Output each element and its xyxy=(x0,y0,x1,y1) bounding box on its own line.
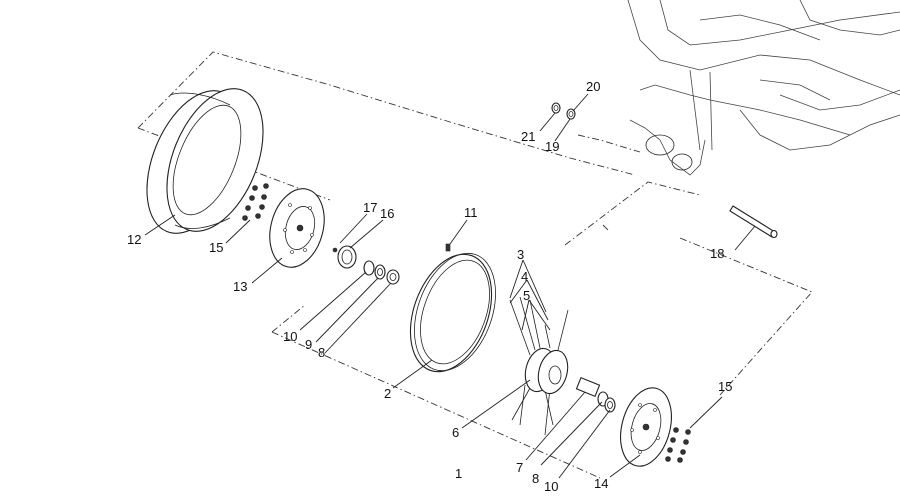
callout-9: 9 xyxy=(305,337,312,352)
wheel-axle xyxy=(729,205,778,239)
callout-5: 5 xyxy=(523,288,530,303)
disc-screws-right xyxy=(665,427,691,463)
spacer-and-bearings-right xyxy=(575,376,616,413)
callout-15-left: 15 xyxy=(209,240,223,255)
callout-20: 20 xyxy=(586,79,600,94)
brake-disc-right xyxy=(620,387,672,467)
callout-11: 11 xyxy=(464,205,478,220)
callout-15-right: 15 xyxy=(718,379,732,394)
callout-12: 12 xyxy=(127,232,141,247)
callout-16: 16 xyxy=(380,206,394,221)
tyre xyxy=(146,88,264,234)
callout-10-right: 10 xyxy=(544,479,558,494)
hub-and-spokes xyxy=(509,296,569,436)
brake-disc-left xyxy=(269,188,325,268)
callout-2: 2 xyxy=(384,386,391,401)
callout-8-left: 8 xyxy=(318,345,325,360)
callout-19: 19 xyxy=(545,139,559,154)
callout-8-right: 8 xyxy=(532,471,539,486)
wheel-rim xyxy=(409,243,496,373)
bearings-left xyxy=(363,260,400,285)
axle-nut-washers xyxy=(551,102,576,120)
callout-10-left: 10 xyxy=(283,329,297,344)
callout-17: 17 xyxy=(363,200,377,215)
callout-21: 21 xyxy=(521,129,535,144)
callout-1: 1 xyxy=(455,466,462,481)
callout-13: 13 xyxy=(233,279,247,294)
callout-labels: 1 2 3 4 5 6 7 8 8 9 10 10 11 12 13 14 15… xyxy=(127,79,732,494)
callout-18: 18 xyxy=(710,246,724,261)
phonic-wheel xyxy=(332,245,357,269)
callout-3: 3 xyxy=(517,247,524,262)
motorcycle-front-fork-sketch xyxy=(627,0,900,176)
callout-6: 6 xyxy=(452,425,459,440)
leader-lines xyxy=(144,93,756,479)
callout-7: 7 xyxy=(516,460,523,475)
callout-4: 4 xyxy=(521,269,528,284)
callout-14: 14 xyxy=(594,476,608,491)
disc-screws-left xyxy=(242,183,269,221)
